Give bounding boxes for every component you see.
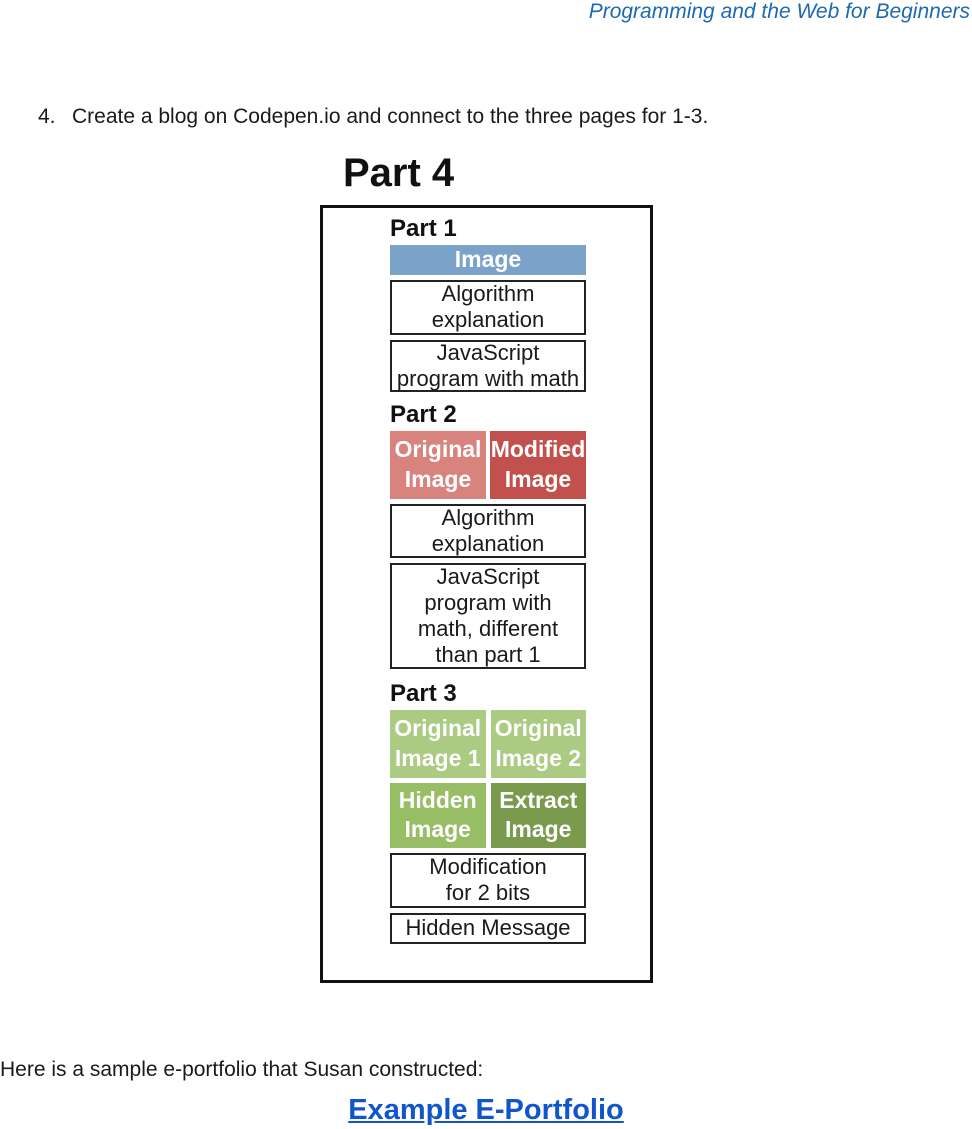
part3-original-row: Original Image 1 Original Image 2 bbox=[390, 709, 586, 778]
part1-javascript-box: JavaScript program with math bbox=[390, 339, 586, 392]
part2-javascript-box: JavaScript program with math, different … bbox=[390, 562, 586, 669]
part1-label: Part 1 bbox=[390, 215, 457, 242]
part1-image-box: Image bbox=[390, 245, 586, 275]
part2-original-image-box: Original Image bbox=[390, 430, 486, 499]
part3-hidden-row: Hidden Image Extract Image bbox=[390, 782, 586, 848]
part3-extract-image-box: Extract Image bbox=[490, 782, 586, 848]
part3-modification-box: Modification for 2 bits bbox=[390, 852, 586, 908]
diagram-column: Part 1 Image Algorithm explanation JavaS… bbox=[390, 216, 586, 944]
part3-hidden-message-box: Hidden Message bbox=[390, 912, 586, 944]
part1-algorithm-box: Algorithm explanation bbox=[390, 279, 586, 335]
part3-original-image2-box: Original Image 2 bbox=[490, 709, 586, 778]
part2-image-row: Original Image Modified Image bbox=[390, 430, 586, 499]
part2-algorithm-box: Algorithm explanation bbox=[390, 503, 586, 558]
list-number: 4. bbox=[38, 105, 56, 128]
part3-label: Part 3 bbox=[390, 679, 457, 707]
footer-text: Here is a sample e-portfolio that Susan … bbox=[0, 1058, 484, 1081]
part3-original-image1-box: Original Image 1 bbox=[390, 709, 486, 778]
parts-diagram-image: Part 1 Image Algorithm explanation JavaS… bbox=[320, 205, 653, 983]
example-eportfolio-link[interactable]: Example E-Portfolio bbox=[348, 1094, 624, 1126]
task-text: Create a blog on Codepen.io and connect … bbox=[72, 105, 709, 128]
task-list-item: 4. Create a blog on Codepen.io and conne… bbox=[38, 104, 708, 129]
document-title: Programming and the Web for Beginners bbox=[588, 0, 970, 23]
part4-heading: Part 4 bbox=[343, 151, 455, 195]
link-container: Example E-Portfolio bbox=[0, 1094, 972, 1127]
part2-modified-image-box: Modified Image bbox=[490, 430, 586, 499]
part2-label: Part 2 bbox=[390, 400, 457, 428]
part3-hidden-image-box: Hidden Image bbox=[390, 782, 486, 848]
